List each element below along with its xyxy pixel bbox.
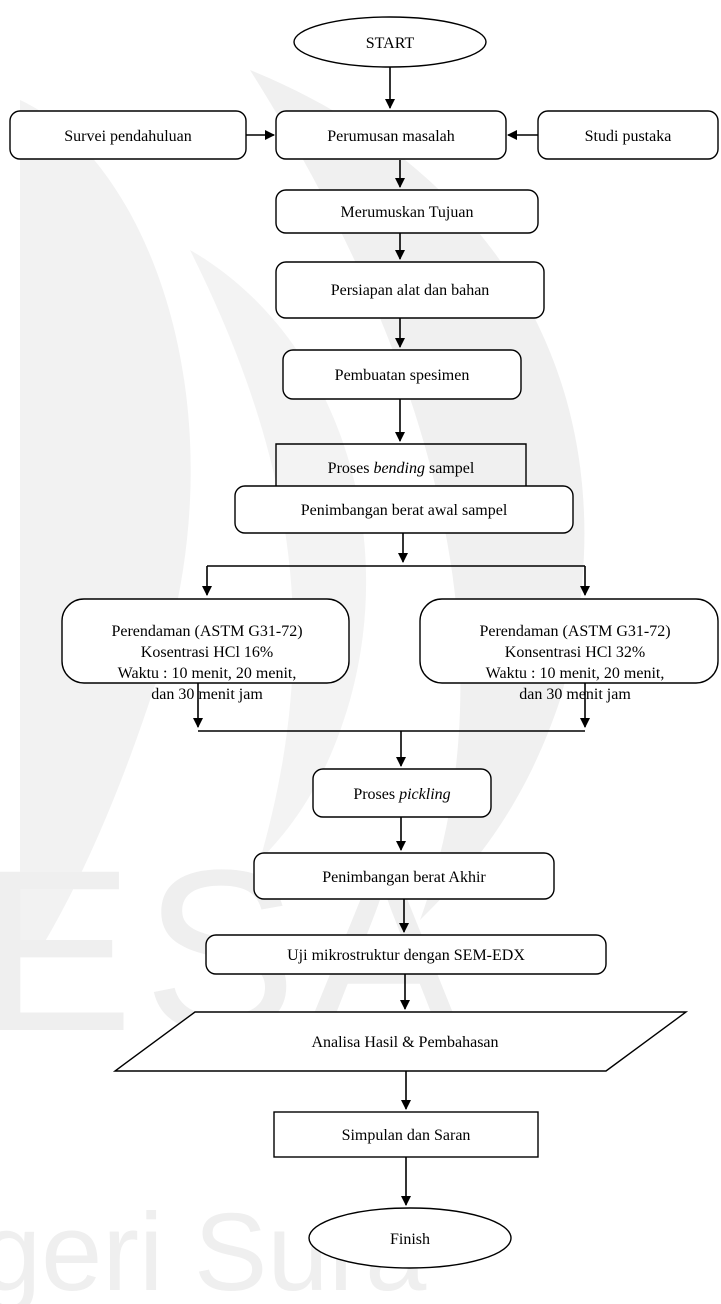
connectors: [193, 66, 590, 1206]
node-studi: Studi pustaka: [537, 110, 719, 160]
rendam-16-line1: Perendaman (ASTM G31-72): [111, 623, 302, 640]
analisa-label: Analisa Hasil & Pembahasan: [311, 1034, 498, 1051]
survei-box: [9, 110, 247, 160]
tujuan-box: [275, 189, 539, 234]
node-finish: Finish: [308, 1207, 512, 1269]
node-spesimen: Pembuatan spesimen: [282, 349, 522, 400]
studi-label: Studi pustaka: [585, 128, 672, 145]
rendam-32-line4: dan 30 menit jam: [519, 686, 631, 703]
uji-label: Uji mikrostruktur dengan SEM-EDX: [287, 947, 525, 964]
rendam-32-line1: Perendaman (ASTM G31-72): [479, 623, 670, 640]
simpulan-label: Simpulan dan Saran: [342, 1127, 471, 1144]
persiapan-box: [275, 261, 545, 319]
uji-box: [205, 934, 607, 975]
bending-label: Proses bending sampel: [328, 460, 475, 477]
rendam-16-line4: dan 30 menit jam: [151, 686, 263, 703]
finish-terminator: [308, 1207, 512, 1269]
start-label: START: [366, 35, 415, 52]
rendam-16-line3: Waktu : 10 menit, 20 menit,: [118, 665, 297, 682]
studi-box: [537, 110, 719, 160]
perumusan-box: [275, 110, 507, 160]
finish-label: Finish: [390, 1231, 430, 1248]
spesimen-label: Pembuatan spesimen: [335, 367, 470, 384]
penimbangan-akhir-box: [253, 852, 555, 900]
penimbangan-awal-box: [234, 485, 574, 534]
simpulan-box: [273, 1111, 539, 1158]
node-analisa: Analisa Hasil & Pembahasan: [112, 1011, 689, 1072]
node-persiapan: Persiapan alat dan bahan: [275, 261, 545, 319]
node-survei: Survei pendahuluan: [9, 110, 247, 160]
node-pickling: Proses pickling: [312, 768, 492, 818]
watermark-swoosh-center: [190, 250, 367, 860]
pickling-label: Proses pickling: [353, 786, 450, 803]
survei-label: Survei pendahuluan: [64, 128, 192, 145]
node-uji: Uji mikrostruktur dengan SEM-EDX: [205, 934, 607, 975]
persiapan-label: Persiapan alat dan bahan: [331, 282, 490, 299]
nodes: START Survei pendahuluan Perumusan masal…: [9, 16, 719, 1269]
bending-box-outline: [275, 443, 527, 486]
rendam-32-box: [419, 598, 719, 684]
rendam-32-line3: Waktu : 10 menit, 20 menit,: [486, 665, 665, 682]
spesimen-box: [282, 349, 522, 400]
node-rendam-32: Perendaman (ASTM G31-72) Konsentrasi HCl…: [419, 598, 719, 703]
node-simpulan: Simpulan dan Saran: [273, 1111, 539, 1158]
tujuan-label: Merumuskan Tujuan: [341, 204, 474, 221]
node-penimbangan-awal: Penimbangan berat awal sampel: [234, 485, 574, 534]
node-start: START: [293, 16, 487, 68]
node-penimbangan-akhir: Penimbangan berat Akhir: [253, 852, 555, 900]
watermark-swoosh-left: [20, 100, 191, 950]
node-perumusan: Perumusan masalah: [275, 110, 507, 160]
node-tujuan: Merumuskan Tujuan: [275, 189, 539, 234]
start-terminator: [293, 16, 487, 68]
perumusan-label: Perumusan masalah: [327, 128, 455, 145]
rendam-16-line2: Kosentrasi HCl 16%: [141, 644, 273, 661]
penimbangan-awal-label: Penimbangan berat awal sampel: [301, 502, 508, 519]
rendam-32-line2: Konsentrasi HCl 32%: [505, 644, 645, 661]
penimbangan-akhir-label: Penimbangan berat Akhir: [322, 869, 486, 886]
node-bending: Proses bending sampel: [275, 443, 527, 486]
pickling-box: [312, 768, 492, 818]
node-rendam-16: Perendaman (ASTM G31-72) Kosentrasi HCl …: [61, 598, 350, 703]
rendam-16-box: [61, 598, 350, 684]
analisa-parallelogram: [112, 1011, 689, 1072]
